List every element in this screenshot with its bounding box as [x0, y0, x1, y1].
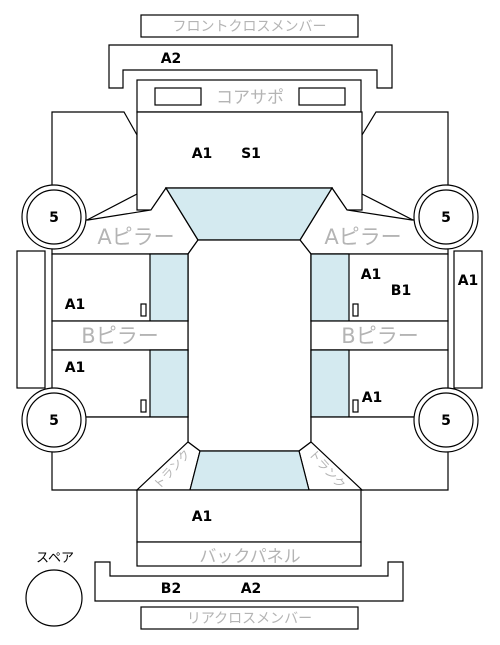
front-left-wheel — [26, 189, 82, 245]
front-member-grade: A2 — [161, 51, 182, 67]
rear-right-wheel-grade: 5 — [441, 413, 451, 429]
trunk-lid — [136, 489, 362, 543]
right-rear-door-grade: A1 — [362, 390, 383, 406]
rear-right-wheel — [418, 392, 474, 448]
rear-member-grade-1: B2 — [161, 581, 181, 597]
rear-cross-member-box — [140, 606, 359, 630]
hood-grade-2: S1 — [241, 146, 261, 162]
trunk-lid-grade: A1 — [192, 509, 213, 525]
right-rear-window — [310, 349, 350, 418]
rear-left-wheel-grade: 5 — [49, 413, 59, 429]
headlight-left — [154, 87, 202, 106]
front-bumper — [108, 44, 393, 89]
rear-window — [189, 450, 310, 491]
right-roof-rail — [453, 250, 483, 389]
rear-left-wheel — [26, 392, 82, 448]
front-right-wheel-grade: 5 — [441, 210, 451, 226]
rear-cross-member-label: リアクロスメンバー — [187, 611, 312, 627]
left-front-window — [149, 253, 189, 322]
roof — [187, 239, 312, 452]
rear-bumper — [94, 561, 404, 602]
left-front-door-grade: A1 — [65, 297, 86, 313]
left-front-handle — [140, 303, 147, 317]
left-rear-window — [149, 349, 189, 418]
left-rear-handle — [140, 399, 147, 413]
right-front-door-grade-2: B1 — [391, 283, 411, 299]
right-rear-handle — [352, 399, 359, 413]
a-pillar-right-label: Aピラー — [324, 225, 401, 249]
a-pillar-left-label: Aピラー — [97, 225, 174, 249]
right-roof-rail-grade: A1 — [458, 273, 479, 289]
right-front-handle — [352, 303, 359, 317]
hood-grade-1: A1 — [192, 146, 213, 162]
left-rear-door-grade: A1 — [65, 360, 86, 376]
right-front-window — [310, 253, 350, 322]
front-cross-member-box — [140, 14, 359, 38]
left-roof-rail — [16, 250, 46, 389]
spare-tire — [25, 569, 83, 627]
rear-member-grade-2: A2 — [241, 581, 262, 597]
front-left-wheel-grade: 5 — [49, 210, 59, 226]
headlight-right — [298, 87, 346, 106]
back-panel-label: バックパネル — [199, 547, 300, 567]
back-panel-box — [136, 541, 362, 567]
core-support-label: コアサポ — [216, 88, 284, 108]
spare-label: スペア — [36, 551, 74, 566]
b-pillar-left — [51, 320, 189, 351]
front-cross-member-label: フロントクロスメンバー — [173, 19, 327, 35]
right-front-door-grade: A1 — [361, 267, 382, 283]
b-pillar-right-label: Bピラー — [341, 324, 418, 348]
b-pillar-left-label: Bピラー — [81, 324, 158, 348]
front-right-wheel — [418, 189, 474, 245]
